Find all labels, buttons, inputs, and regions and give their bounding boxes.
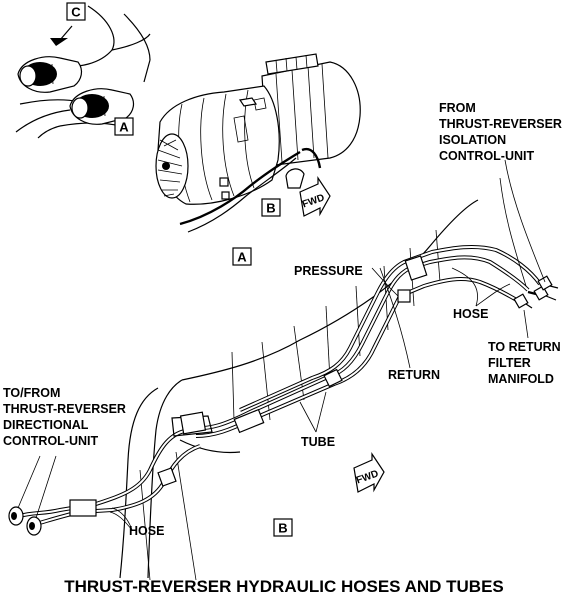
callout-to-from-directional-line4: CONTROL-UNIT [3,434,98,448]
fwd-arrow-upper: FWD [299,176,331,217]
callout-to-from-directional-line3: DIRECTIONAL [3,418,89,432]
callout-to-return-filter-line2: FILTER [488,356,531,370]
callout-hose-right: HOSE [453,307,488,321]
callout-to-from-directional: TO/FROM THRUST-REVERSER DIRECTIONAL CONT… [3,386,126,448]
callout-from-isolation-line1: FROM [439,101,476,115]
callout-to-return-filter-line3: MANIFOLD [488,372,554,386]
engine-core-view-a [155,53,361,233]
detail-a-small-label: A [119,120,129,135]
hydraulic-lines-view-b [8,159,559,581]
callout-to-from-directional-line2: THRUST-REVERSER [3,402,126,416]
callout-to-return-filter: TO RETURN FILTER MANIFOLD [488,340,561,386]
callout-tube: TUBE [301,435,335,449]
callout-to-from-directional-line1: TO/FROM [3,386,60,400]
callout-to-return-filter-line1: TO RETURN [488,340,561,354]
detail-b-on-engine-box[interactable]: B [261,198,281,217]
callout-from-isolation-line2: THRUST-REVERSER [439,117,562,131]
detail-a-box[interactable]: A [232,247,252,266]
detail-b-box[interactable]: B [273,518,293,537]
fwd-arrow-lower: FWD [353,452,385,493]
callout-from-isolation: FROM THRUST-REVERSER ISOLATION CONTROL-U… [439,101,562,163]
detail-a-small-box[interactable]: A [114,117,134,136]
callout-pressure: PRESSURE [294,264,363,278]
figure-title: THRUST-REVERSER HYDRAULIC HOSES AND TUBE… [64,577,504,596]
detail-c-label: C [71,5,81,20]
callout-return: RETURN [388,368,440,382]
detail-a-label: A [237,250,247,265]
detail-b-on-engine-label: B [266,201,275,216]
aircraft-engines-view [15,5,151,139]
callout-hose-left: HOSE [129,524,164,538]
callout-from-isolation-line4: CONTROL-UNIT [439,149,534,163]
detail-b-label: B [278,521,287,536]
callout-from-isolation-line3: ISOLATION [439,133,506,147]
detail-c-box[interactable]: C [66,2,86,21]
